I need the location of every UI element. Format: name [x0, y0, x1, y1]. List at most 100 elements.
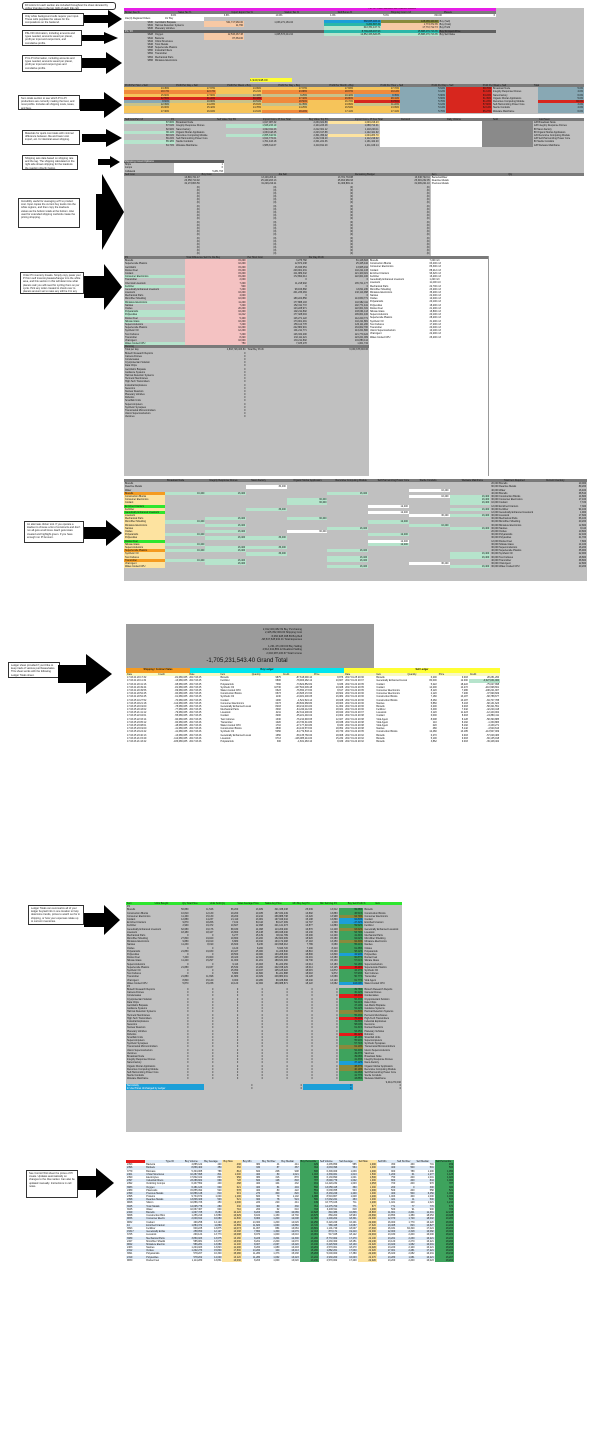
ledger-cell[interactable]: 2017.03.25: [189, 698, 202, 702]
ledger-cell[interactable]: 12,480: [429, 730, 437, 734]
qty-input[interactable]: [507, 220, 584, 224]
ledger-cell[interactable]: -4,520,616: [487, 727, 500, 731]
ledger-cell[interactable]: 18,038: [335, 720, 344, 724]
volume-input[interactable]: [430, 127, 482, 131]
ledger-cell[interactable]: 5.103: [461, 701, 468, 705]
ledger-cell[interactable]: 2017.03.26: [189, 733, 202, 737]
volume-input[interactable]: [430, 124, 482, 128]
ledger-cell[interactable]: 6673: [275, 692, 281, 696]
demand-input[interactable]: [379, 124, 431, 128]
item-input[interactable]: [430, 198, 508, 202]
ledger-cell[interactable]: -108,221,907: [484, 688, 500, 692]
ledger-cell[interactable]: 8,460: [430, 698, 437, 702]
ledger-cell[interactable]: 11.223: [460, 711, 468, 715]
volume-input[interactable]: [430, 143, 482, 147]
item-input[interactable]: [430, 239, 508, 243]
qty-input[interactable]: [507, 223, 584, 227]
ledger-cell[interactable]: Coolant: [220, 698, 229, 702]
ledger-cell[interactable]: -41,086,035: [174, 730, 188, 734]
ledger-cell[interactable]: 2017.01.24 20:38: [345, 724, 364, 727]
ledger-cell[interactable]: 9,036: [337, 682, 344, 686]
ledger-cell[interactable]: -59,135,760.00: [295, 733, 313, 737]
item-input[interactable]: [430, 252, 508, 256]
item-input[interactable]: [430, 226, 508, 231]
ledger-cell[interactable]: 2017.01.24 20:38: [345, 720, 364, 724]
item-input[interactable]: Bacteria/Water: [430, 175, 508, 180]
clicker-cell[interactable]: 12,400: [368, 510, 409, 515]
p2-qty[interactable]: 20,200: [185, 307, 247, 311]
ledger-cell[interactable]: 2017.01.24 20:36: [345, 695, 364, 699]
ledger-cell[interactable]: Biocells: [376, 704, 385, 708]
ledger-cell[interactable]: 80,000: [429, 679, 437, 683]
ledger-cell[interactable]: 9.003: [461, 736, 468, 740]
ledger-cell[interactable]: -113,507,009: [485, 730, 500, 734]
ledger-cell[interactable]: 17.03.26 21:15:29: [127, 736, 147, 740]
ledger-cell[interactable]: 5050: [275, 730, 281, 734]
ledger-cell[interactable]: 110: [432, 720, 437, 724]
ledger-cell[interactable]: 3,862: [430, 739, 437, 743]
item-input[interactable]: [430, 223, 508, 227]
ledger-cell[interactable]: 2017.03.26: [189, 724, 202, 727]
ledger-cell[interactable]: 5,100: [430, 736, 437, 740]
ledger-cell[interactable]: -69,086,035: [174, 688, 188, 692]
ledger-cell[interactable]: 9.003: [461, 739, 468, 743]
ledger-cell[interactable]: Water-Cooled CPU: [220, 724, 241, 727]
ledger-cell[interactable]: 1130: [275, 695, 281, 699]
ledger-cell[interactable]: 2017.01.25 20:36: [345, 676, 364, 680]
qty-input[interactable]: [507, 182, 584, 186]
ledger-cell[interactable]: 2017.03.25: [189, 701, 202, 705]
demand-input[interactable]: [379, 130, 431, 134]
qty-input[interactable]: [507, 230, 584, 234]
shipping-input[interactable]: 6: [174, 166, 224, 170]
ledger-cell[interactable]: 28,281,260: [487, 676, 500, 680]
ledger-cell[interactable]: -87,618,090.10: [295, 676, 313, 680]
ledger-cell[interactable]: 8,008: [430, 717, 437, 721]
shipping-input[interactable]: 1: [174, 163, 224, 167]
qty-input[interactable]: [507, 252, 584, 256]
ledger-cell[interactable]: 2017.01.24 20:35: [345, 688, 364, 692]
ledger-cell[interactable]: 4211: [275, 711, 281, 715]
ledger-cell[interactable]: Coolant: [376, 685, 385, 689]
ledger-cell[interactable]: -99,212,001.84: [295, 704, 313, 708]
demand-input[interactable]: [379, 133, 431, 138]
setting-input[interactable]: 3.6%: [177, 14, 231, 18]
ledger-cell[interactable]: 17.03.25 22:04:01: [127, 714, 147, 718]
ledger-cell[interactable]: Consumer Electronics: [376, 688, 400, 692]
ledger-cell[interactable]: 2017.01.24 20:37: [345, 711, 364, 715]
ledger-cell[interactable]: -78,906,282.12: [295, 679, 313, 683]
ledger-cell[interactable]: -13,086,035: [174, 679, 188, 683]
ledger-cell[interactable]: Polyaramids: [220, 682, 234, 686]
item-input[interactable]: [430, 233, 508, 237]
ledger-cell[interactable]: 8,120: [430, 688, 437, 692]
ledger-cell[interactable]: 1020: [275, 720, 281, 724]
ledger-cell[interactable]: 17.03.25 18:21:18: [127, 701, 147, 705]
p2-qty[interactable]: 12,200: [185, 329, 247, 333]
qty-input[interactable]: [507, 195, 584, 199]
qty-input[interactable]: [507, 226, 584, 231]
ledger-cell[interactable]: Biocells: [376, 736, 385, 740]
ledger-cell[interactable]: -24,880,411: [486, 714, 500, 718]
ledger-cell[interactable]: 2017.03.26: [189, 736, 202, 740]
ledger-cell[interactable]: Polyaramids: [220, 739, 234, 743]
ledger-cell[interactable]: -68,086,035: [174, 682, 188, 686]
item-input[interactable]: [430, 188, 508, 192]
ledger-cell[interactable]: -13,481,200.05: [295, 695, 313, 699]
ledger-cell[interactable]: 17.03.25 23:24:42: [127, 730, 147, 734]
qty-input[interactable]: [507, 185, 584, 189]
ledger-cell[interactable]: Genetically Enhanced Livestock: [220, 704, 251, 708]
p2-qty[interactable]: 15,200: [185, 259, 247, 263]
p2-qty[interactable]: 16,200: [185, 310, 247, 314]
ledger-cell[interactable]: -4,831,283.10: [297, 739, 313, 743]
ledger-cell[interactable]: -41,086,035: [174, 727, 188, 731]
ledger-cell[interactable]: 13.185: [460, 730, 468, 734]
ledger-cell[interactable]: Livestock: [376, 711, 387, 715]
ledger-cell[interactable]: -3,627,031,000: [468, 679, 500, 683]
production-type-select[interactable]: Jita (4) Regional Orders: [124, 17, 164, 21]
item-input[interactable]: [430, 191, 508, 196]
ledger-cell[interactable]: -75,027,998: [486, 682, 500, 686]
ledger-cell[interactable]: 2017.01.24 20:36: [345, 692, 364, 696]
p2-qty[interactable]: 11,212: [185, 313, 247, 317]
ledger-cell[interactable]: 17.03.25 10:27:52: [127, 698, 147, 702]
ledger-cell[interactable]: 1330: [275, 717, 281, 721]
qty-input[interactable]: [507, 214, 584, 218]
